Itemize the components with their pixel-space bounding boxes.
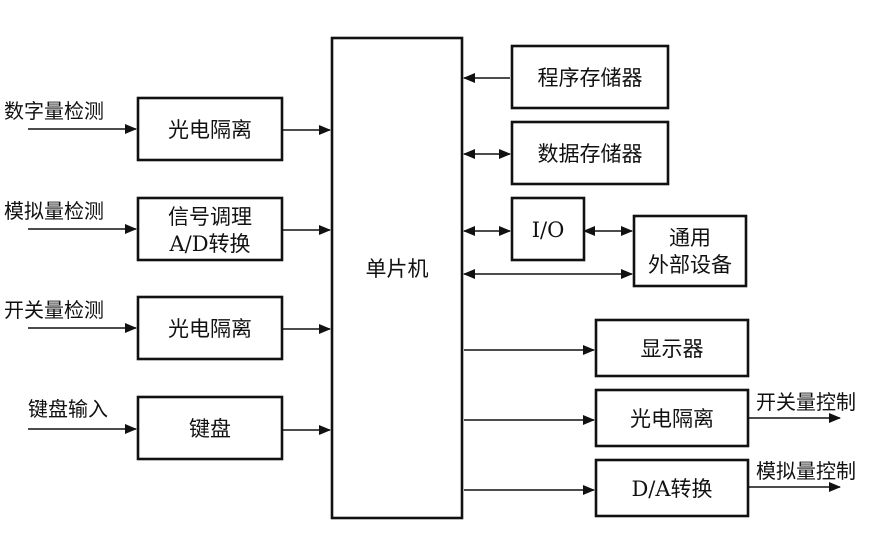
opto-isolator-output-block bbox=[594, 388, 750, 448]
keyboard-input-label: 键盘输入 bbox=[28, 397, 108, 421]
data-memory-block bbox=[510, 120, 670, 186]
display-label: 显示器 bbox=[641, 337, 704, 361]
peripheral-devices-label: 外部设备 bbox=[648, 253, 732, 277]
signal-conditioning-ad-block bbox=[136, 196, 284, 262]
keyboard-label: 键盘 bbox=[189, 417, 231, 441]
program-memory-label: 程序存储器 bbox=[538, 66, 643, 90]
switch-detection-label: 开关量检测 bbox=[4, 298, 104, 322]
signal-conditioning-label: 信号调理 bbox=[168, 205, 252, 229]
analog-detection-label: 模拟量检测 bbox=[4, 199, 104, 223]
analog-control-label: 模拟量控制 bbox=[756, 459, 856, 483]
ad-conversion-label: A/D转换 bbox=[168, 232, 250, 256]
keyboard-block bbox=[136, 395, 284, 461]
opto-isolator-input-1-block bbox=[136, 96, 284, 162]
general-peripheral-block bbox=[632, 214, 748, 288]
general-label: 通用 bbox=[669, 226, 711, 250]
display-block bbox=[594, 318, 750, 378]
mcu-label: 单片机 bbox=[366, 257, 429, 281]
data-memory-label: 数据存储器 bbox=[538, 142, 643, 166]
da-conversion-block bbox=[594, 458, 750, 518]
mcu-block bbox=[330, 36, 464, 520]
switch-control-label: 开关量控制 bbox=[756, 390, 856, 414]
io-block bbox=[510, 196, 586, 262]
io-label: I/O bbox=[532, 218, 565, 242]
opto-isolator-input-2-block bbox=[136, 295, 284, 361]
da-conversion-label: D/A转换 bbox=[631, 477, 712, 501]
program-memory-block bbox=[510, 44, 670, 110]
digital-detection-label: 数字量检测 bbox=[4, 99, 104, 123]
opto-isolator-input-1-label: 光电隔离 bbox=[168, 118, 252, 142]
opto-isolator-output-label: 光电隔离 bbox=[630, 407, 714, 431]
opto-isolator-input-2-label: 光电隔离 bbox=[168, 317, 252, 341]
